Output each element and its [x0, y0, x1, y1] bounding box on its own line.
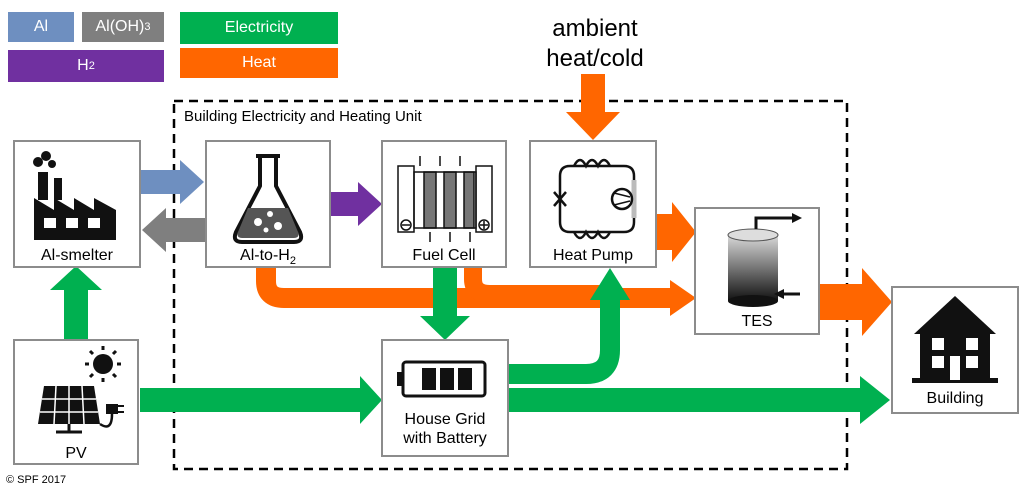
legend-h2-label: H	[77, 57, 89, 74]
legend-al-label: Al	[33, 18, 49, 35]
label-heat-pump: Heat Pump	[552, 247, 634, 264]
arrow-heatpump-tes	[656, 202, 696, 262]
arrow-alh2-heat-head	[670, 280, 696, 316]
legend-al: Al	[8, 12, 74, 42]
flask-icon	[232, 154, 304, 244]
label-smelter: Al-smelter	[40, 247, 113, 264]
legend-electricity-label: Electricity	[224, 19, 294, 36]
arrow-aloh3	[142, 208, 206, 252]
legend-electricity: Electricity	[180, 12, 338, 44]
solar-panel-icon	[38, 346, 124, 434]
box-al-to-h2	[205, 140, 331, 268]
label-building: Building	[926, 390, 984, 407]
copyright: © SPF 2017	[6, 474, 67, 486]
label-tes: TES	[741, 313, 773, 330]
arrow-grid-building	[508, 376, 890, 424]
label-pv: PV	[65, 445, 87, 462]
legend-heat-label: Heat	[242, 54, 276, 71]
label-al-to-h2: Al-to-H2	[206, 246, 330, 271]
arrow-pv-smelter	[50, 266, 102, 340]
label-al-to-h2-prefix: Al-to-H	[240, 247, 290, 264]
fuel-cell-icon	[397, 156, 493, 242]
label-house-grid: House Grid with Battery	[382, 410, 508, 448]
factory-icon	[33, 151, 116, 240]
arrow-ambient-heat	[566, 74, 620, 140]
arrow-pv-grid	[140, 376, 382, 424]
arrow-h2	[330, 182, 382, 226]
ambient-line-1: ambient	[552, 15, 638, 42]
legend-aloh3-label: Al(OH)	[95, 18, 145, 35]
legend-aloh3: Al(OH)3	[82, 12, 164, 42]
label-fuel-cell: Fuel Cell	[412, 247, 476, 264]
heat-pump-circuit-icon	[553, 158, 637, 240]
house-icon	[912, 296, 998, 383]
ambient-label: ambient heat/cold	[530, 14, 660, 74]
legend-h2-sub: 2	[88, 60, 95, 72]
arrow-tes-building-heat	[820, 268, 892, 336]
arrow-grid-heatpump-head	[590, 268, 630, 300]
label-house-grid-line1: House Grid	[404, 411, 486, 428]
label-house-grid-line2: with Battery	[403, 430, 487, 447]
unit-title: Building Electricity and Heating Unit	[184, 108, 422, 125]
battery-icon	[397, 360, 487, 398]
arrow-al	[140, 160, 204, 204]
legend-aloh3-sub: 3	[144, 21, 151, 33]
tank-icon	[727, 213, 802, 307]
arrow-alh2-heat-line	[256, 268, 672, 308]
arrow-grid-heatpump-line	[508, 298, 620, 384]
arrow-fuelcell-heat-line	[464, 268, 600, 303]
legend-heat: Heat	[180, 48, 338, 78]
label-al-to-h2-sub: 2	[289, 255, 296, 268]
arrow-fuelcell-grid	[420, 268, 470, 340]
box-house-grid	[381, 339, 509, 457]
ambient-line-2: heat/cold	[546, 45, 644, 72]
